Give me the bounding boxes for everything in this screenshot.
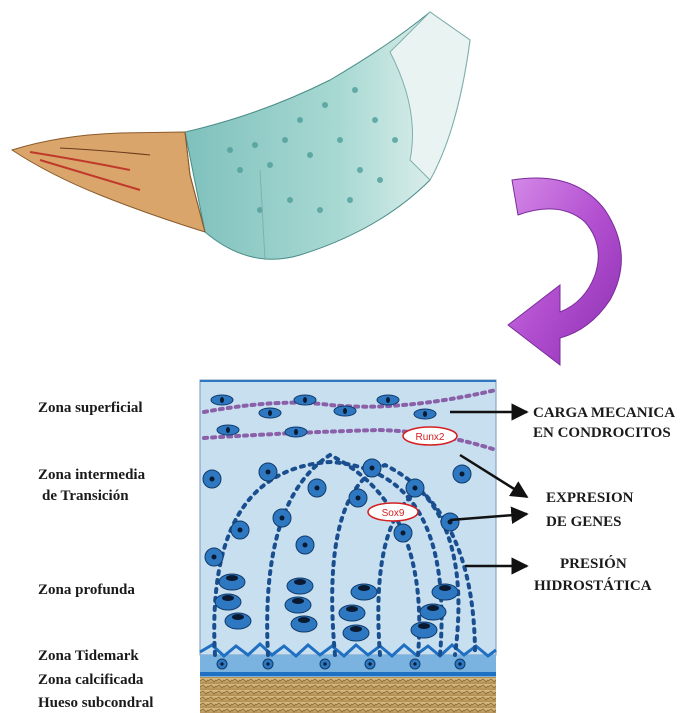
zone-label-tidemark: Zona Tidemark xyxy=(38,648,139,664)
zone-label-hueso: Hueso subcondral xyxy=(38,695,153,711)
presion-label-line1: PRESIÓN xyxy=(560,555,627,572)
cartilage-section: Runx2 Sox9 xyxy=(200,380,496,713)
zone-label-intermedia: Zona intermedia xyxy=(38,467,146,483)
expresion-label-line2: DE GENES xyxy=(546,514,621,530)
sox9-label: Sox9 xyxy=(382,508,405,519)
runx2-gene-marker: Runx2 xyxy=(403,427,457,445)
zone-label-profunda: Zona profunda xyxy=(38,582,135,598)
sox9-gene-marker: Sox9 xyxy=(368,503,418,521)
bone-tip xyxy=(12,132,205,232)
expresion-label-line1: EXPRESION xyxy=(546,490,634,506)
curved-arrow-icon xyxy=(508,178,621,365)
zone-label-transicion: de Transición xyxy=(42,488,129,504)
subchondral-bone xyxy=(200,677,496,713)
zone-labels: Zona superficial Zona intermedia de Tran… xyxy=(38,400,153,711)
presion-label-line2: HIDROSTÁTICA xyxy=(534,577,652,594)
carga-label-line2: EN CONDROCITOS xyxy=(533,425,671,441)
zone-label-superficial: Zona superficial xyxy=(38,400,143,416)
annotation-labels: CARGA MECANICA EN CONDROCITOS EXPRESION … xyxy=(533,405,675,594)
runx2-label: Runx2 xyxy=(416,432,445,443)
carga-label-line1: CARGA MECANICA xyxy=(533,405,675,421)
cartilage-illustration xyxy=(12,12,470,260)
zone-label-calcificada: Zona calcificada xyxy=(38,672,144,688)
